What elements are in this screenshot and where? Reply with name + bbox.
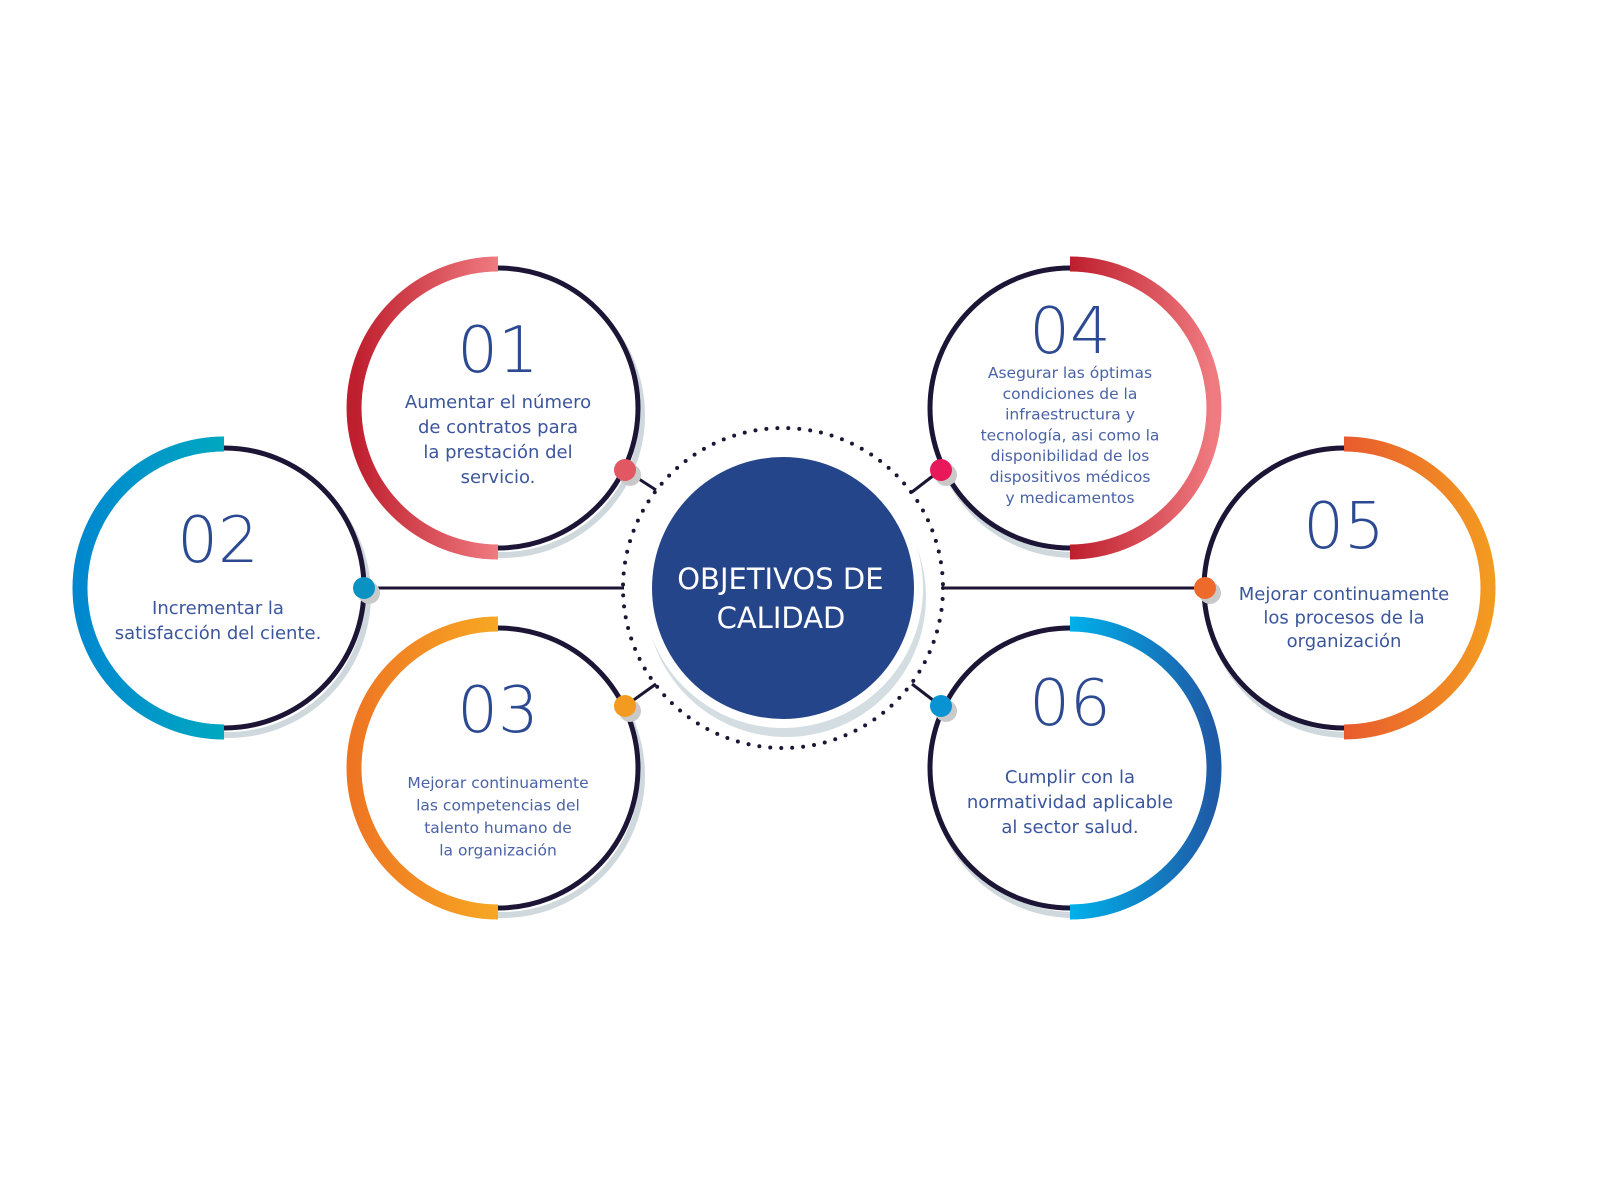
description-line: Incrementar la	[152, 598, 284, 619]
description-line: talento humano de	[424, 819, 572, 837]
objective-description: Mejorar continuamente las competencias de…	[407, 774, 588, 860]
description-line: Mejorar continuamente	[1239, 584, 1450, 605]
center-hub: OBJETIVOS DE CALIDAD	[621, 426, 945, 750]
accent-arc	[346, 256, 499, 560]
accent-arc	[1069, 256, 1222, 560]
description-line: de contratos para	[418, 417, 578, 438]
objective-number: 01	[457, 314, 538, 388]
description-line: Asegurar las óptimas	[988, 364, 1152, 382]
node-dot	[353, 577, 375, 599]
description-line: normatividad aplicable	[967, 792, 1173, 813]
accent-arc	[72, 436, 225, 740]
accent-arc	[1343, 436, 1496, 740]
node-dot	[1194, 577, 1216, 599]
description-line: infraestructura y	[1005, 406, 1135, 424]
description-line: organización	[1287, 631, 1402, 652]
description-line: Mejorar continuamente	[407, 774, 588, 792]
description-line: condiciones de la	[1003, 385, 1138, 403]
center-title: OBJETIVOS DE CALIDAD	[677, 562, 893, 635]
description-line: disponibilidad de los	[991, 447, 1150, 465]
node-dot	[930, 695, 952, 717]
description-line: Aumentar el número	[405, 392, 591, 413]
description-line: al sector salud.	[1001, 817, 1138, 838]
objective-description: Aumentar el número de contratos para la pr…	[405, 392, 591, 488]
description-line: Cumplir con la	[1005, 767, 1135, 788]
objective-description: Asegurar las óptimas condiciones de la inf…	[981, 364, 1160, 507]
objective-number: 02	[177, 504, 258, 578]
accent-arc	[1069, 616, 1222, 920]
node-dot	[614, 459, 636, 481]
description-line: y medicamentos	[1006, 489, 1135, 507]
center-circle	[652, 457, 914, 719]
description-line: la organización	[439, 842, 557, 860]
description-line: dispositivos médicos	[990, 468, 1151, 486]
node-dot	[930, 459, 952, 481]
objective-number: 03	[457, 674, 538, 748]
description-line: tecnología, asi como la	[981, 426, 1160, 444]
description-line: los procesos de la	[1263, 608, 1424, 629]
description-line: las competencias del	[416, 797, 580, 815]
objective-description: Incrementar la satisfacción del ciente.	[115, 598, 322, 644]
objective-number: 06	[1029, 667, 1110, 741]
node-dot	[614, 695, 636, 717]
dotted-ring	[621, 426, 945, 750]
description-line: la prestación del	[423, 442, 572, 463]
description-line: satisfacción del ciente.	[115, 623, 322, 644]
description-line: servicio.	[461, 467, 536, 488]
accent-arc	[346, 616, 499, 920]
objective-number: 05	[1303, 490, 1384, 564]
objective-number: 04	[1029, 295, 1110, 369]
objective-description: Cumplir con la normatividad aplicable al s…	[967, 767, 1173, 838]
